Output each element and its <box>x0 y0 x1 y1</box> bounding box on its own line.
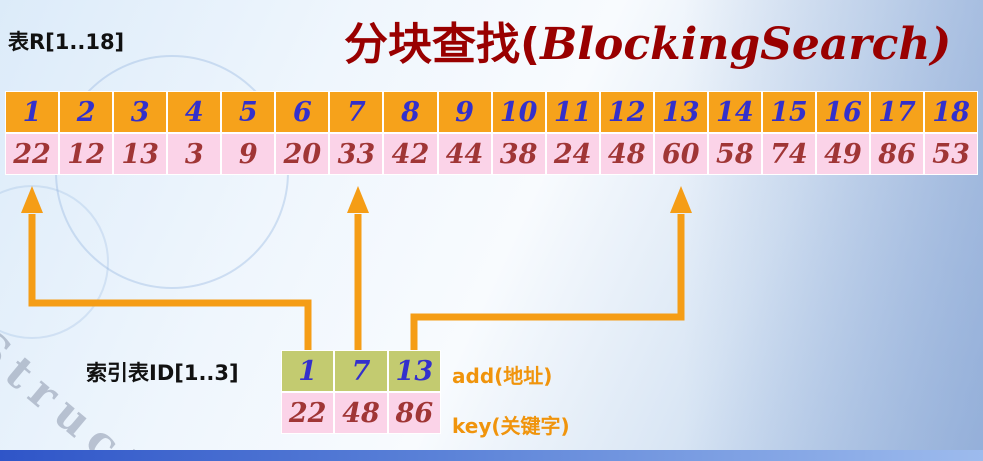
table-r-value-cell: 12 <box>59 133 114 175</box>
table-r: 1 2 3 4 5 6 7 8 9 10 11 12 13 14 15 16 1… <box>5 91 979 175</box>
address-row-label: add(地址) <box>452 364 553 388</box>
table-r-index-cell: 5 <box>221 91 276 133</box>
index-table-address-row: 1 7 13 <box>281 350 441 392</box>
table-r-index-row: 1 2 3 4 5 6 7 8 9 10 11 12 13 14 15 16 1… <box>5 91 979 133</box>
table-r-value-cell: 3 <box>167 133 222 175</box>
title-english: BlockingSearch) <box>540 19 952 70</box>
table-r-value-cell: 49 <box>815 133 870 175</box>
index-table-address-cell: 1 <box>281 350 335 392</box>
table-r-index-cell: 10 <box>491 91 546 133</box>
bottom-bar <box>0 450 983 461</box>
table-r-index-cell: 3 <box>113 91 168 133</box>
title-chinese: 分块查找( <box>344 19 541 70</box>
table-r-value-cell: 58 <box>707 133 762 175</box>
table-r-index-cell: 17 <box>870 91 925 133</box>
table-r-value-cell: 20 <box>275 133 330 175</box>
background-right-shade <box>683 0 983 461</box>
table-r-index-cell: 13 <box>653 91 708 133</box>
index-table-address-cell: 13 <box>387 350 441 392</box>
table-r-index-cell: 1 <box>5 91 60 133</box>
index-table: 1 7 13 22 48 86 <box>281 350 441 434</box>
table-r-value-cell: 44 <box>437 133 492 175</box>
table-r-label: 表R[1..18] <box>8 30 125 54</box>
table-r-value-cell: 74 <box>761 133 816 175</box>
table-r-value-cell: 33 <box>329 133 384 175</box>
table-r-index-cell: 12 <box>599 91 654 133</box>
table-r-index-cell: 8 <box>383 91 438 133</box>
table-r-value-cell: 13 <box>113 133 168 175</box>
table-r-value-cell: 42 <box>383 133 438 175</box>
table-r-index-cell: 9 <box>437 91 492 133</box>
table-r-value-cell: 86 <box>870 133 925 175</box>
index-table-label: 索引表ID[1..3] <box>86 361 239 385</box>
table-r-index-cell: 15 <box>761 91 816 133</box>
table-r-value-cell: 53 <box>924 133 979 175</box>
table-r-index-cell: 14 <box>707 91 762 133</box>
table-r-value-cell: 9 <box>221 133 276 175</box>
table-r-value-row: 22 12 13 3 9 20 33 42 44 38 24 48 60 58 … <box>5 133 979 175</box>
page-title: 分块查找(BlockingSearch) <box>344 8 951 72</box>
table-r-value-cell: 60 <box>653 133 708 175</box>
index-table-key-cell: 22 <box>281 392 335 434</box>
table-r-index-cell: 7 <box>329 91 384 133</box>
table-r-value-cell: 38 <box>491 133 546 175</box>
table-r-index-cell: 2 <box>59 91 114 133</box>
table-r-value-cell: 22 <box>5 133 60 175</box>
key-row-label: key(关键字) <box>452 414 570 438</box>
table-r-index-cell: 18 <box>924 91 979 133</box>
table-r-value-cell: 24 <box>545 133 600 175</box>
table-r-value-cell: 48 <box>599 133 654 175</box>
table-r-index-cell: 16 <box>815 91 870 133</box>
table-r-index-cell: 11 <box>545 91 600 133</box>
index-table-key-cell: 86 <box>387 392 441 434</box>
index-table-key-row: 22 48 86 <box>281 392 441 434</box>
index-table-address-cell: 7 <box>334 350 388 392</box>
table-r-index-cell: 4 <box>167 91 222 133</box>
table-r-index-cell: 6 <box>275 91 330 133</box>
index-table-key-cell: 48 <box>334 392 388 434</box>
